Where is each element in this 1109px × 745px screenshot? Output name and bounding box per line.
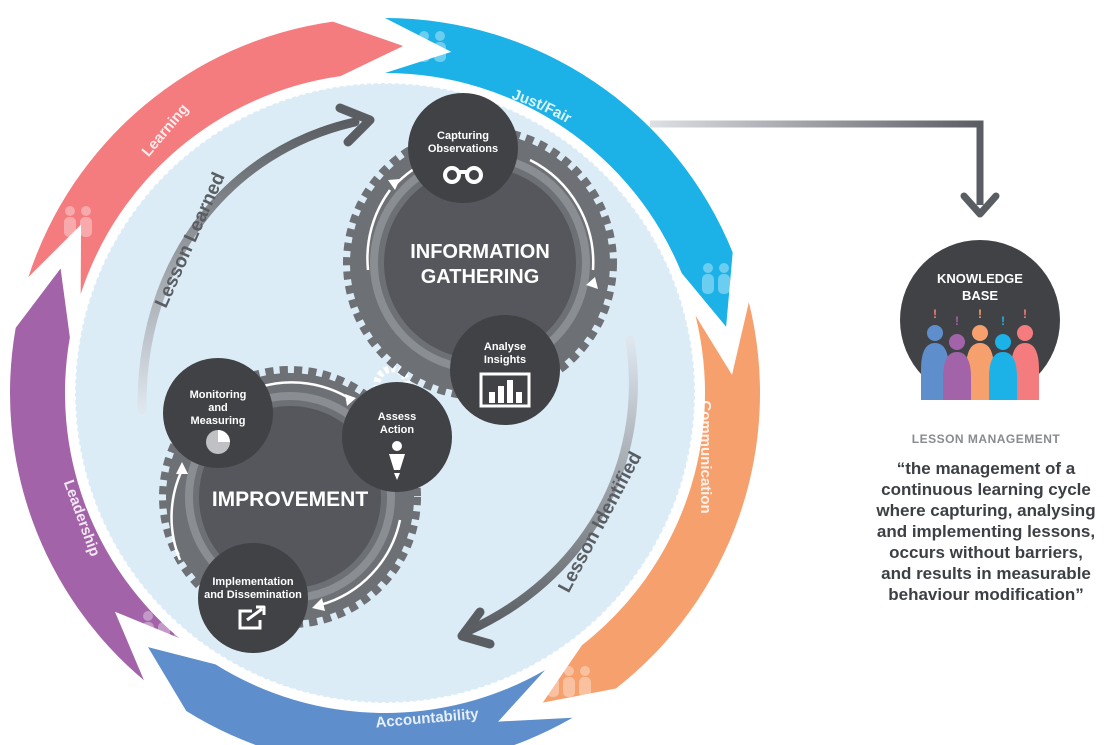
improvement-title: IMPROVEMENT <box>212 488 369 511</box>
implementation-dissemination-node: Implementation and Dissemination <box>198 543 308 653</box>
svg-text:Action: Action <box>380 424 415 436</box>
information-gathering-title-line2: GATHERING <box>421 266 540 288</box>
lesson-learned-arrowhead <box>335 103 375 147</box>
svg-text:!: ! <box>1001 314 1005 328</box>
share-icon <box>238 605 266 630</box>
pie-chart-icon <box>206 430 230 454</box>
svg-text:Measuring: Measuring <box>190 415 245 427</box>
ring-segment-learning <box>9 268 180 681</box>
lesson-identified-arrow <box>465 335 638 635</box>
outer-ring <box>9 18 760 745</box>
svg-text:Insights: Insights <box>484 354 526 366</box>
people-icon <box>64 206 92 237</box>
svg-text:BASE: BASE <box>962 288 998 303</box>
quote-line: continuous learning cycle <box>881 480 1091 499</box>
bar-chart-icon <box>479 372 531 408</box>
ring-label-communication: Communication <box>697 400 714 513</box>
knowledge-base: KNOWLEDGE BASE ! ! ! ! ! <box>900 240 1060 400</box>
svg-text:Capturing: Capturing <box>437 130 489 142</box>
lesson-identified-arrowhead <box>457 607 495 649</box>
quote-line: behaviour modification” <box>888 585 1084 604</box>
lesson-management-heading: LESSON MANAGEMENT <box>911 432 1061 446</box>
svg-text:!: ! <box>933 307 937 321</box>
capturing-observations-node: Capturing Observations <box>408 93 518 203</box>
quote-line: and results in measurable <box>881 564 1091 583</box>
ring-segment-just-fair <box>28 21 404 295</box>
knowledge-base-connector <box>650 120 984 205</box>
lesson-learned-arrow <box>137 117 360 415</box>
quote-line: occurs without barriers, <box>889 543 1083 562</box>
lesson-management-panel: LESSON MANAGEMENT “the management of a c… <box>836 432 1109 605</box>
svg-text:and Dissemination: and Dissemination <box>204 589 302 601</box>
monitoring-measuring-node: Monitoring and Measuring <box>163 358 273 468</box>
ring-segment-accountability <box>542 302 760 703</box>
ring-segment-communication <box>385 18 733 327</box>
people-icon <box>702 263 730 294</box>
assess-action-node: Assess Action <box>342 382 452 492</box>
quote-line: where capturing, analysing <box>876 501 1096 520</box>
svg-text:Observations: Observations <box>428 143 498 155</box>
people-icon <box>402 31 446 62</box>
ring-segment-leadership <box>148 647 573 745</box>
svg-text:!: ! <box>978 307 982 321</box>
inner-disc-dashed-edge <box>70 78 700 708</box>
svg-text:KNOWLEDGE: KNOWLEDGE <box>937 271 1023 286</box>
svg-text:Assess: Assess <box>378 411 417 423</box>
binoculars-icon <box>443 166 483 184</box>
people-group-icon: ! ! ! ! ! <box>921 307 1039 400</box>
person-icon <box>389 441 405 480</box>
analyse-insights-node: Analyse Insights <box>450 315 560 425</box>
people-icon <box>547 666 591 697</box>
svg-text:!: ! <box>955 314 959 328</box>
information-gathering-title-line1: INFORMATION <box>410 241 550 263</box>
svg-text:Monitoring: Monitoring <box>190 389 247 401</box>
quote-line: “the management of a <box>896 459 1076 478</box>
svg-text:Implementation: Implementation <box>212 576 294 588</box>
quote-line: and implementing lessons, <box>876 522 1096 541</box>
lesson-management-quote: “the management of a continuous learning… <box>836 458 1109 605</box>
svg-text:and: and <box>208 402 228 414</box>
svg-text:!: ! <box>1023 307 1027 321</box>
svg-text:Analyse: Analyse <box>484 341 526 353</box>
knowledge-base-arrowhead <box>960 192 1000 218</box>
